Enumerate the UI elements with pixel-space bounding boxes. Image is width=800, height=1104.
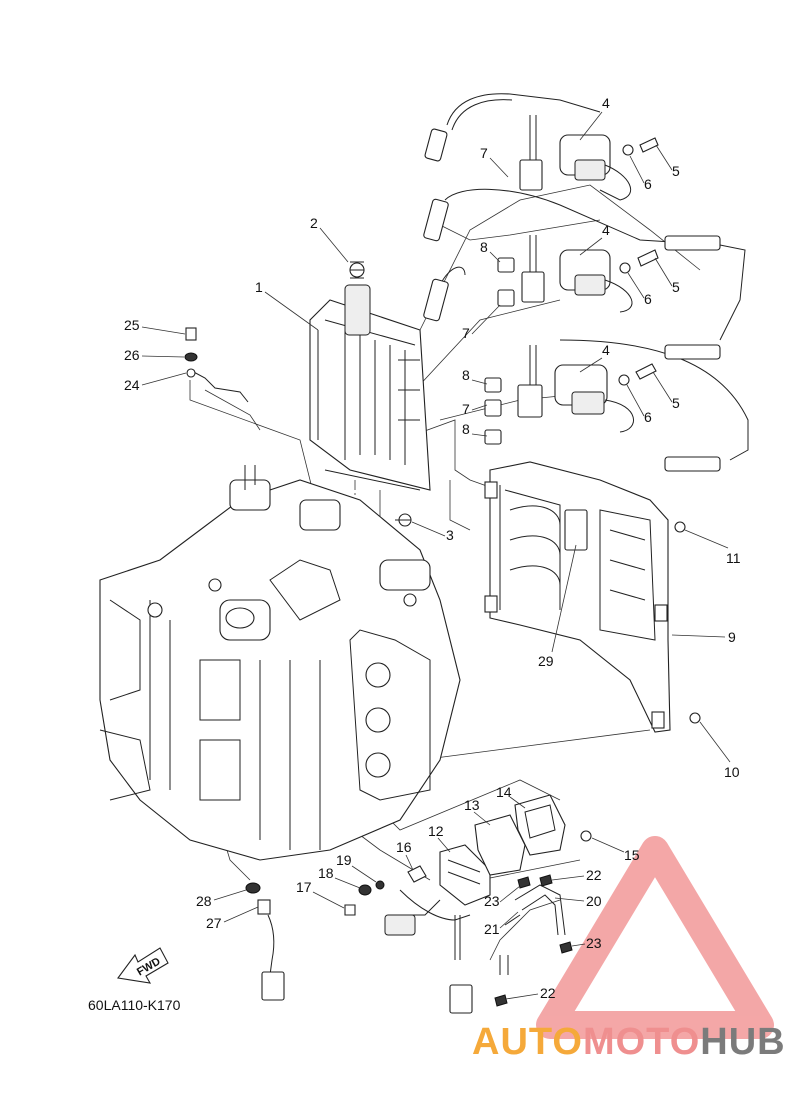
watermark-part2: MOTO <box>583 1021 700 1063</box>
callout-14: 14 <box>496 784 512 800</box>
cover-plate <box>484 461 701 733</box>
callout-8c: 8 <box>462 421 470 437</box>
callout-20: 20 <box>586 893 602 909</box>
callout-7c: 7 <box>462 401 470 417</box>
diagram-code: 60LA110-K170 <box>88 997 181 1013</box>
fwd-arrow: FWD <box>117 947 169 984</box>
callout-27: 27 <box>206 915 222 931</box>
watermark-part1: AUTO <box>472 1021 583 1063</box>
callout-4a: 4 <box>602 95 610 111</box>
svg-text:AUTOMOTOHUB: AUTOMOTOHUB <box>472 1021 786 1063</box>
sensor <box>245 882 285 1001</box>
callout-3: 3 <box>446 527 454 543</box>
callout-4b: 4 <box>602 222 610 238</box>
ground-wire <box>184 327 249 403</box>
callout-13: 13 <box>464 797 480 813</box>
callout-18: 18 <box>318 865 334 881</box>
callout-10: 10 <box>724 764 740 780</box>
engine-block <box>99 465 461 861</box>
watermark-text: AUTOMOTOHUB <box>472 1021 786 1063</box>
callout-28: 28 <box>196 893 212 909</box>
callout-6a: 6 <box>644 176 652 192</box>
callout-5b: 5 <box>672 279 680 295</box>
callout-8b: 8 <box>462 367 470 383</box>
rectifier-regulator <box>344 794 592 1014</box>
callout-5a: 5 <box>672 163 680 179</box>
callout-22b: 22 <box>540 985 556 1001</box>
callout-labels: 1 2 3 4 4 4 5 5 5 6 6 6 7 7 7 8 8 8 9 <box>124 95 741 1001</box>
watermark-logo <box>536 836 774 1039</box>
callout-7b: 7 <box>462 325 470 341</box>
callout-17: 17 <box>296 879 312 895</box>
callout-16: 16 <box>396 839 412 855</box>
callout-7a: 7 <box>480 145 488 161</box>
callout-22a: 22 <box>586 867 602 883</box>
callout-21: 21 <box>484 921 500 937</box>
callout-24: 24 <box>124 377 140 393</box>
callout-1: 1 <box>255 279 263 295</box>
callout-6c: 6 <box>644 409 652 425</box>
callout-8a: 8 <box>480 239 488 255</box>
callout-6b: 6 <box>644 291 652 307</box>
callout-12: 12 <box>428 823 444 839</box>
hose-assembly <box>494 874 573 1007</box>
ignition-coil-assembly <box>423 93 749 472</box>
callout-11: 11 <box>726 550 741 566</box>
ignition-coil-lower <box>484 339 749 472</box>
fwd-label: FWD <box>135 955 163 978</box>
cdi-unit <box>309 261 431 527</box>
callout-5c: 5 <box>672 395 680 411</box>
callout-23b: 23 <box>586 935 602 951</box>
callout-26: 26 <box>124 347 140 363</box>
callout-23a: 23 <box>484 893 500 909</box>
ignition-coil-top <box>424 93 659 201</box>
ignition-coil-middle <box>423 188 746 341</box>
callout-9: 9 <box>728 629 736 645</box>
callout-4c: 4 <box>602 342 610 358</box>
watermark-part3: HUB <box>700 1021 785 1063</box>
callout-29: 29 <box>538 653 554 669</box>
callout-25: 25 <box>124 317 140 333</box>
callout-2: 2 <box>310 215 318 231</box>
callout-15: 15 <box>624 847 640 863</box>
callout-19: 19 <box>336 852 352 868</box>
